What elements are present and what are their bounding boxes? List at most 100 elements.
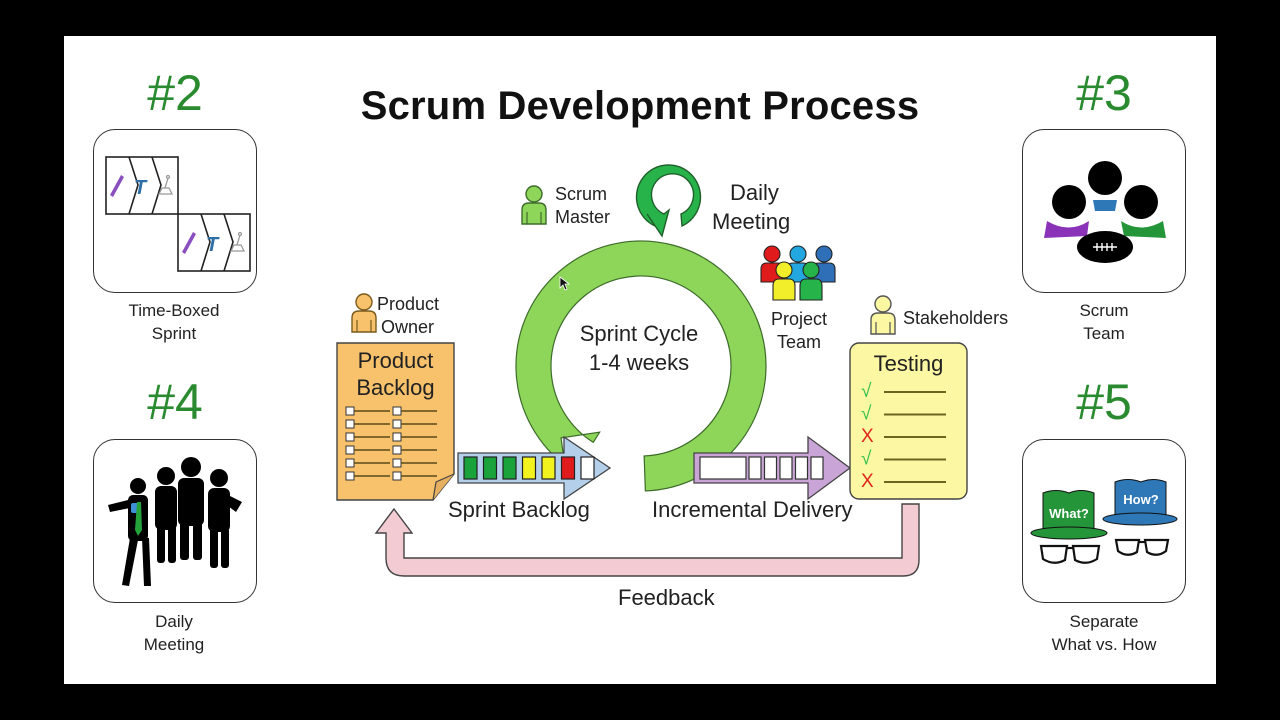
daily-meeting-card [93, 439, 257, 603]
joystick-icon [157, 174, 174, 195]
card-number-5: #5 [1076, 374, 1132, 430]
checkbox-icon [392, 458, 402, 468]
checkbox-icon [345, 445, 355, 455]
daily-meeting-loop-icon [635, 164, 702, 238]
role-line: Owner [381, 317, 435, 337]
card-number-4: #4 [147, 374, 203, 430]
daily-meeting-label: Daily Meeting [712, 178, 790, 236]
x-icon: X [861, 426, 874, 447]
caption-line: Time-Boxed [128, 301, 220, 320]
check-icon: √ [861, 404, 872, 425]
sprint-backlog-item [502, 456, 517, 480]
sprint-backlog-item [521, 456, 537, 480]
incremental-delivery-arrow [693, 435, 852, 501]
product-owner-label: Product Owner [377, 293, 439, 339]
scrum-master-label: Scrum Master [555, 183, 610, 229]
stakeholders-icon [870, 295, 896, 335]
delivery-increment [699, 456, 747, 480]
checkbox-icon [345, 471, 355, 481]
daily-meeting-line: Daily [730, 180, 779, 205]
card-number-2: #2 [147, 65, 203, 121]
sprint-backlog-item [541, 456, 556, 480]
sprint-cycle-title: Sprint Cycle [579, 321, 699, 346]
checkbox-icon [392, 419, 402, 429]
caption-line: Separate [1069, 612, 1139, 631]
card-caption-2: Time-Boxed Sprint [89, 299, 259, 345]
daily-meeting-line: Meeting [712, 209, 791, 234]
how-label: How? [1123, 492, 1158, 507]
role-line: Product [377, 294, 440, 314]
backlog-title-line: Product [357, 348, 434, 373]
card-caption-4: Daily Meeting [89, 610, 259, 656]
delivery-increment [763, 456, 778, 480]
sprint-backlog-item [580, 456, 595, 480]
feedback-arrow [374, 503, 920, 577]
sprint-backlog-item [560, 456, 576, 480]
checkbox-icon [392, 471, 402, 481]
delivery-increment [779, 456, 793, 480]
what-hat-icon: What? [1030, 490, 1108, 540]
scrum-team-card [1022, 129, 1186, 293]
project-team-label: Project Team [769, 308, 829, 354]
what-how-hats-icon: What? How? [1030, 479, 1178, 564]
checkbox-icon [392, 432, 402, 442]
caption-line: What vs. How [1051, 635, 1157, 654]
incremental-delivery-label: Incremental Delivery [652, 497, 853, 522]
mouse-cursor-icon [559, 276, 571, 291]
what-vs-how-card: What? How? [1022, 439, 1186, 603]
stakeholders-label: Stakeholders [903, 308, 1009, 328]
role-line: Master [555, 207, 611, 227]
sprint-backlog-arrow [457, 435, 612, 501]
glasses-icon [1114, 538, 1170, 556]
project-team-icon [760, 245, 836, 301]
time-boxed-sprint-icon: T T [105, 156, 251, 272]
checkbox-icon [392, 406, 402, 416]
sprint-backlog-label: Sprint Backlog [448, 497, 590, 522]
glasses-icon [1039, 544, 1101, 564]
pencil-icon [182, 232, 196, 254]
x-icon: X [861, 471, 874, 492]
feedback-label: Feedback [618, 585, 715, 610]
role-line: Scrum [555, 184, 608, 204]
caption-line: Daily [155, 612, 193, 631]
role-line: Team [776, 332, 821, 352]
checkbox-icon [345, 458, 355, 468]
product-backlog-document [336, 342, 455, 501]
checkbox-icon [345, 432, 355, 442]
product-owner-icon [351, 293, 377, 333]
caption-line: Meeting [143, 635, 205, 654]
check-icon: √ [861, 381, 872, 402]
svg-text:T: T [206, 234, 220, 256]
scrum-team-icon [1044, 161, 1166, 263]
sprint-cycle-duration: 1-4 weeks [588, 350, 690, 375]
delivery-increment [748, 456, 762, 480]
time-boxed-sprint-card: T T [93, 129, 257, 293]
caption-line: Team [1083, 324, 1125, 343]
product-backlog-title: Product Backlog [336, 347, 455, 401]
pencil-icon [110, 175, 124, 197]
check-icon: √ [861, 449, 872, 470]
sprint-cycle-label: Sprint Cycle 1-4 weeks [574, 319, 704, 377]
how-hat-icon: How? [1102, 479, 1178, 526]
card-caption-3: Scrum Team [1019, 299, 1189, 345]
role-line: Project [770, 309, 828, 329]
page-title: Scrum Development Process [360, 84, 920, 128]
testing-title: Testing [873, 351, 944, 376]
testing-document: √√X√X [849, 342, 968, 500]
text-tool-icon: T [134, 177, 148, 199]
tie-icon [135, 502, 142, 536]
backlog-title-line: Backlog [356, 375, 435, 400]
joystick-icon [229, 231, 246, 252]
sprint-backlog-item [482, 456, 498, 480]
caption-line: Sprint [151, 324, 197, 343]
sprint-backlog-item [463, 456, 478, 480]
svg-text:T: T [134, 177, 148, 199]
card-number-3: #3 [1076, 65, 1132, 121]
scrum-master-icon [521, 185, 547, 225]
delivery-increment [794, 456, 809, 480]
card-caption-5: Separate What vs. How [1019, 610, 1189, 656]
checkbox-icon [345, 419, 355, 429]
checkbox-icon [345, 406, 355, 416]
checkbox-icon [392, 445, 402, 455]
slide: Scrum Development Process #2 T T Time-Bo… [64, 36, 1216, 684]
